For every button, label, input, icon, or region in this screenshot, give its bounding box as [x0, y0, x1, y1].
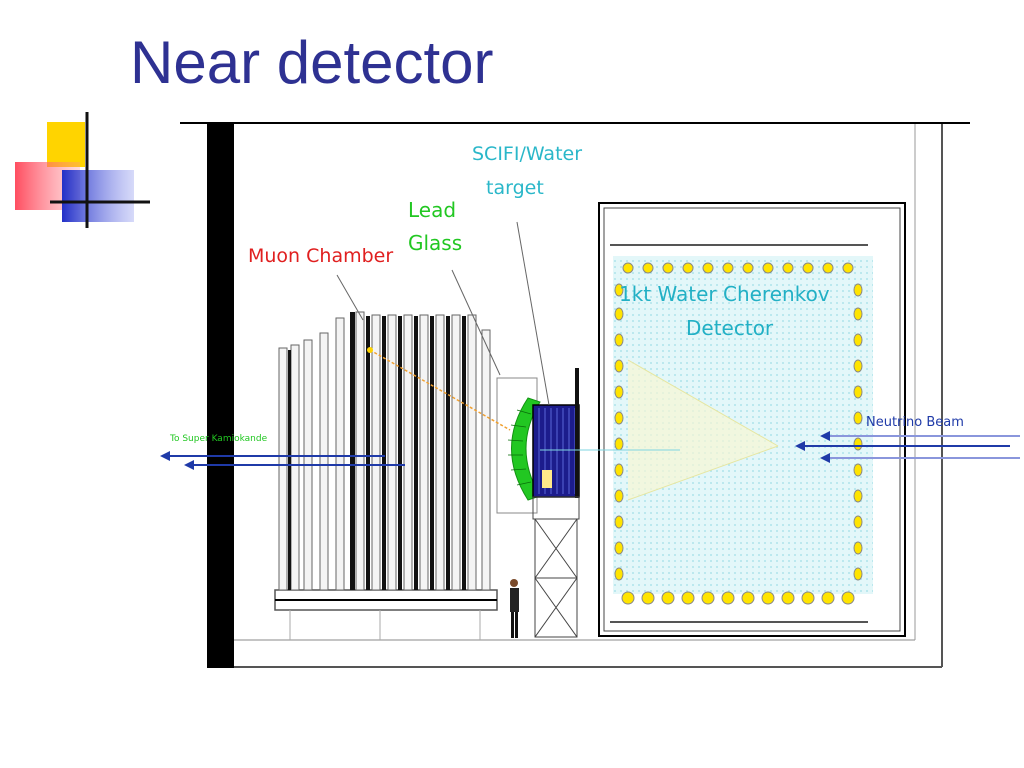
muon-chamber-label: Muon Chamber [248, 245, 393, 267]
water-cherenkov-tank [598, 202, 906, 637]
lead-label-line2: Glass [408, 231, 462, 255]
support-scaffold [532, 496, 580, 638]
scifi-label-line2: target [486, 177, 544, 199]
to-super-k-label: To Super Kamiokande [169, 434, 268, 444]
cherenkov-cone [627, 359, 779, 501]
pmt-row-bottom [621, 591, 855, 605]
beam-lines [160, 431, 1020, 470]
person-figure [510, 579, 519, 638]
leader-lines [336, 221, 550, 406]
muon-track [367, 347, 511, 431]
muon-chamber [274, 311, 498, 640]
pmt-column-left [614, 283, 624, 581]
lead-glass [496, 377, 541, 514]
pmt-column-right [853, 283, 863, 581]
water-cherenkov-label-line1: 1kt Water Cherenkov [619, 282, 830, 306]
pmt-row-top [622, 262, 854, 274]
neutrino-beam-label: Neutrino Beam [866, 415, 964, 430]
scifi-label-line1: SCIFI/Water [472, 143, 582, 165]
lead-label-line1: Lead [408, 198, 456, 222]
slide-title: Near detector [130, 29, 494, 96]
decorative-squares-icon [15, 112, 150, 228]
water-cherenkov-label-line2: Detector [686, 316, 774, 340]
hall-outline [180, 122, 970, 668]
scifi-water-target [532, 368, 580, 498]
